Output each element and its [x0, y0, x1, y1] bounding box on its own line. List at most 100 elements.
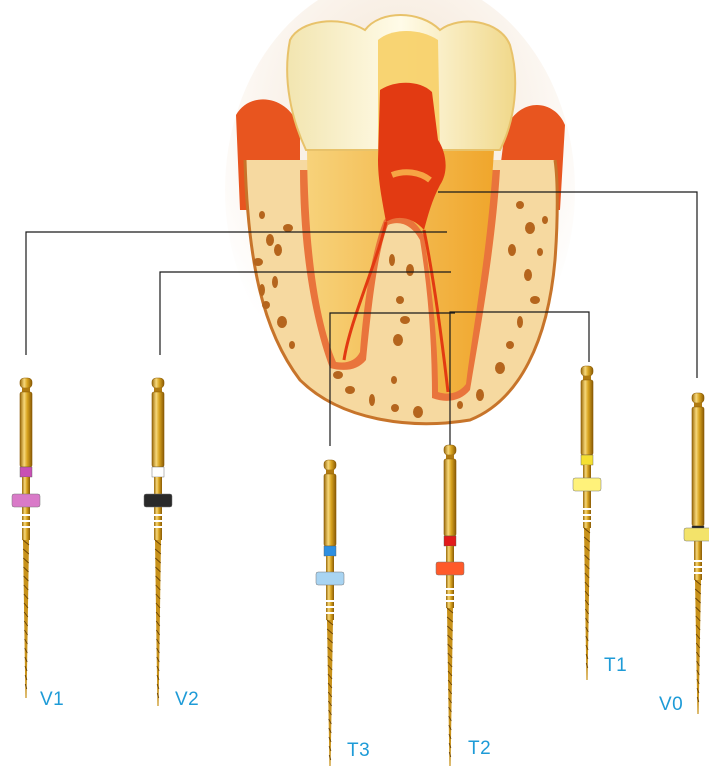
bone-pore [389, 254, 395, 266]
file-depth-band [583, 520, 591, 522]
file-depth-band [446, 600, 454, 602]
file-v1 [12, 378, 40, 698]
file-v2 [144, 378, 172, 706]
file-depth-band [694, 560, 702, 562]
file-neck [694, 403, 702, 407]
file-rubber-stop [684, 528, 709, 541]
file-handle [20, 392, 32, 467]
file-color-ring [581, 455, 593, 465]
file-cap [20, 378, 32, 388]
bone-pore [289, 341, 295, 349]
label-t2: T2 [468, 738, 491, 760]
file-depth-band [154, 514, 162, 516]
file-t3 [316, 460, 344, 766]
file-depth-band [326, 606, 334, 608]
file-depth-band [694, 572, 702, 574]
file-shank [583, 465, 591, 528]
endodontic-files [12, 366, 709, 766]
tooth-cross-section-illustration [225, 0, 575, 424]
bone-pore [333, 371, 343, 379]
file-depth-band [583, 508, 591, 510]
bone-pore [525, 222, 535, 234]
file-handle [444, 459, 456, 536]
bone-pore [396, 296, 404, 304]
file-depth-band [22, 526, 30, 528]
file-neck [154, 388, 162, 392]
bone-pore [413, 406, 423, 418]
file-shank [446, 546, 454, 608]
file-handle [581, 380, 593, 455]
file-cap [692, 393, 704, 403]
file-depth-band [154, 526, 162, 528]
file-v0 [684, 393, 709, 714]
file-t2 [436, 445, 464, 766]
bone-pore [495, 362, 505, 374]
bone-pore [262, 301, 270, 309]
file-cap [324, 460, 336, 470]
file-t1 [573, 366, 601, 680]
file-rubber-stop [436, 562, 464, 575]
file-depth-band [446, 594, 454, 596]
file-rubber-stop [316, 572, 344, 585]
bone-pore [406, 264, 414, 276]
file-color-ring [20, 467, 32, 477]
bone-pore [506, 341, 514, 349]
file-rubber-stop [12, 494, 40, 507]
bone-pore [345, 386, 355, 394]
file-color-ring [444, 536, 456, 546]
file-depth-band [22, 520, 30, 522]
bone-pore [457, 401, 463, 409]
file-shank [22, 477, 30, 540]
file-blade [447, 608, 453, 766]
bone-pore [508, 244, 516, 256]
bone-pore [283, 224, 293, 232]
bone-pore [391, 376, 397, 384]
file-rubber-stop [573, 478, 601, 491]
bone-pore [393, 334, 403, 346]
bone-pore [259, 211, 265, 219]
bone-pore [259, 284, 265, 296]
bone-pore [266, 234, 274, 246]
file-neck [446, 455, 454, 459]
file-depth-band [446, 588, 454, 590]
label-t3: T3 [347, 740, 370, 762]
file-depth-band [326, 600, 334, 602]
bone-pore [272, 276, 278, 288]
bone-pore [391, 404, 399, 412]
file-depth-band [154, 520, 162, 522]
bone-pore [400, 316, 410, 324]
file-depth-band [583, 514, 591, 516]
label-t1: T1 [604, 655, 627, 677]
bone-pore [277, 316, 287, 328]
file-cap [444, 445, 456, 455]
bone-pore [524, 269, 532, 281]
file-rubber-stop [144, 494, 172, 507]
file-color-ring [152, 467, 164, 477]
bone-pore [537, 248, 543, 256]
label-v0: V0 [659, 694, 683, 716]
file-cap [152, 378, 164, 388]
bone-pore [542, 216, 548, 224]
file-depth-band [694, 566, 702, 568]
bone-pore [274, 244, 282, 256]
bone-pore [253, 258, 263, 266]
label-v2: V2 [175, 689, 199, 711]
file-blade [23, 540, 29, 698]
bone-pore [369, 394, 375, 406]
file-neck [583, 376, 591, 380]
file-handle [324, 474, 336, 546]
file-shank [326, 556, 334, 620]
bone-pore [530, 296, 540, 304]
label-v1: V1 [40, 689, 64, 711]
bone-pore [517, 316, 523, 328]
file-handle [152, 392, 164, 467]
file-handle [692, 407, 704, 526]
file-neck [326, 470, 334, 474]
bone-pore [516, 201, 524, 209]
file-shank [154, 477, 162, 540]
file-depth-band [22, 514, 30, 516]
file-color-ring [324, 546, 336, 556]
file-neck [22, 388, 30, 392]
file-depth-band [326, 612, 334, 614]
